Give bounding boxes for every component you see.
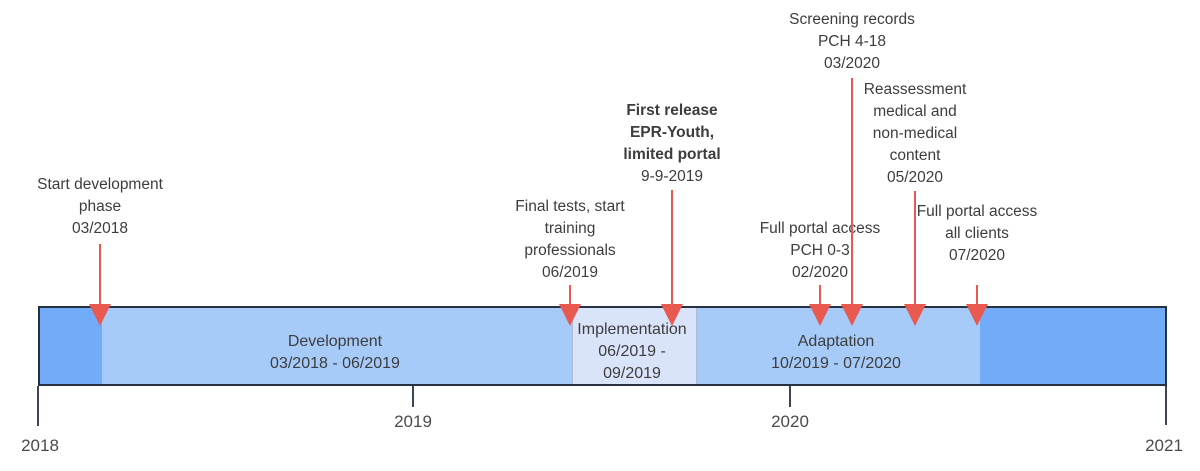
- annotation-line: 03/2018: [71, 220, 129, 237]
- axis-tick-2021: [1165, 386, 1167, 425]
- year-label-2018: 2018: [21, 436, 59, 455]
- segment-label-line: Implementation: [577, 321, 687, 338]
- annotation-line: PCH 0-3: [790, 242, 850, 259]
- arrow-down-icon: [89, 304, 111, 326]
- segment-label-line: Adaptation: [797, 333, 875, 350]
- annotation-line: phase: [78, 198, 122, 215]
- marker-line-first-release: [671, 190, 673, 304]
- annotation-line: Reassessment: [863, 81, 967, 98]
- segment-label-line: 03/2018 - 06/2019: [270, 355, 400, 372]
- arrow-down-icon: [841, 304, 863, 326]
- annotation-line: PCH 4-18: [817, 33, 887, 50]
- year-label-2019: 2019: [394, 412, 432, 431]
- segment-development: [102, 308, 572, 384]
- annotation-line: professionals: [524, 242, 616, 259]
- axis-tick-2019: [412, 386, 414, 407]
- annotation-line: First release: [626, 102, 718, 119]
- annotation-line: 05/2020: [886, 169, 944, 186]
- arrow-down-icon: [966, 304, 988, 326]
- year-label-2020: 2020: [771, 412, 809, 431]
- annotation-line: Final tests, start: [515, 198, 625, 215]
- segment-label-line: 10/2019 - 07/2020: [771, 355, 901, 372]
- segment-label-line: 06/2019 -: [598, 343, 666, 360]
- segment-label-adaptation: Adaptation 10/2019 - 07/2020: [771, 331, 901, 375]
- axis-tick-2020: [789, 386, 791, 407]
- annotation-line: 9-9-2019: [640, 168, 704, 185]
- annotation-line: limited portal: [623, 146, 721, 163]
- segment-label-line: 09/2019: [603, 365, 661, 382]
- arrow-down-icon: [809, 304, 831, 326]
- annotation-line: EPR-Youth,: [629, 124, 715, 141]
- marker-line-reassessment: [914, 191, 916, 304]
- annotation-final-tests: Final tests, start training professional…: [515, 196, 624, 284]
- annotation-line: all clients: [945, 225, 1009, 242]
- segment-post-adaptation-cap: [980, 308, 1165, 384]
- segment-label-development: Development 03/2018 - 06/2019: [270, 331, 400, 375]
- annotation-line: 02/2020: [791, 264, 849, 281]
- annotation-line: non-medical: [872, 125, 958, 142]
- year-label-2021: 2021: [1145, 436, 1183, 455]
- annotation-screening-records: Screening records PCH 4-18 03/2020: [789, 9, 915, 75]
- marker-line-screening-records: [851, 78, 853, 304]
- annotation-line: medical and: [873, 103, 957, 120]
- annotation-line: 07/2020: [948, 247, 1006, 264]
- annotation-start-development: Start development phase 03/2018: [37, 174, 163, 240]
- marker-line-full-portal-pch-0-3: [819, 285, 821, 304]
- axis-tick-2018: [37, 386, 39, 426]
- annotation-line: 03/2020: [823, 55, 881, 72]
- arrow-down-icon: [559, 304, 581, 326]
- annotation-reassessment: Reassessment medical and non-medical con…: [864, 79, 967, 189]
- annotation-bold-block: First release EPR-Youth, limited portal: [623, 100, 720, 166]
- marker-line-full-portal-all-clients: [976, 285, 978, 304]
- segment-adaptation: [697, 308, 980, 384]
- annotation-line: training: [544, 220, 596, 237]
- annotation-line: Full portal access: [916, 203, 1038, 220]
- annotation-line: 06/2019: [541, 264, 599, 281]
- segment-label-line: Development: [287, 333, 383, 350]
- arrow-down-icon: [904, 304, 926, 326]
- annotation-line: Screening records: [789, 11, 915, 28]
- annotation-line: Start development: [37, 176, 163, 193]
- annotation-line: Full portal access: [759, 220, 881, 237]
- marker-line-final-tests: [569, 285, 571, 304]
- annotation-full-portal-pch-0-3: Full portal access PCH 0-3 02/2020: [760, 218, 881, 284]
- arrow-down-icon: [661, 304, 683, 326]
- segment-label-implementation: Implementation 06/2019 - 09/2019: [577, 319, 686, 385]
- marker-line-start-development: [99, 244, 101, 304]
- annotation-first-release: First release EPR-Youth, limited portal …: [623, 100, 720, 188]
- annotation-full-portal-all-clients: Full portal access all clients 07/2020: [917, 201, 1038, 267]
- annotation-line: content: [889, 147, 941, 164]
